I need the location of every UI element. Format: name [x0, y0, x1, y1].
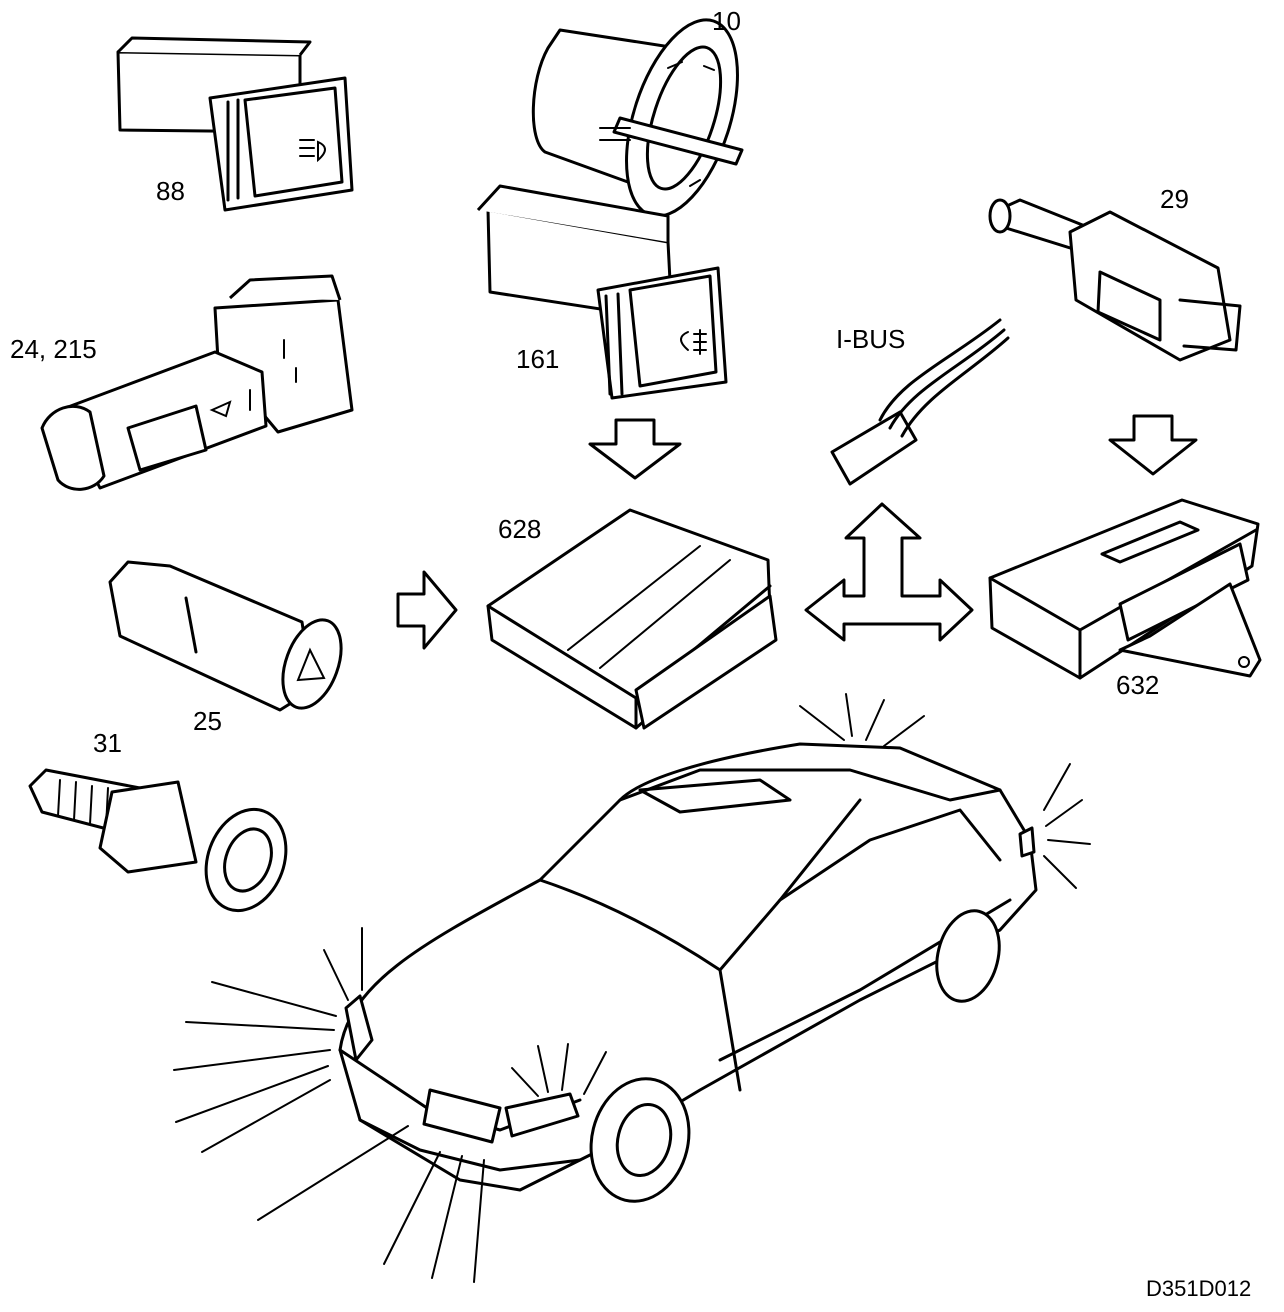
light-switch-10: [531, 18, 744, 218]
rear-fog-icon: [680, 329, 707, 355]
label-31: 31: [93, 728, 122, 758]
label-29: 29: [1160, 184, 1189, 214]
turn-signal-stalk-24-215: [40, 274, 354, 491]
rear-fog-switch-161: [476, 184, 728, 400]
fog-lamp-switch-88: [116, 36, 354, 212]
arrow-bidirectional-bus: [804, 502, 974, 642]
label-628: 628: [498, 514, 541, 544]
arrow-right-into-628: [396, 570, 458, 650]
fog-lamp-icon: [299, 139, 326, 163]
i-bus-connector: [830, 318, 1010, 486]
front-light-rays: [173, 927, 607, 1283]
control-module-628: [486, 508, 778, 730]
drawing-code: D351D012: [1146, 1276, 1251, 1301]
rear-light-rays: [1043, 763, 1091, 889]
car-illustration: [338, 742, 1038, 1203]
brake-light-switch-29: [988, 198, 1242, 362]
label-88: 88: [156, 176, 185, 206]
hazard-switch-25: [108, 560, 343, 712]
label-632: 632: [1116, 670, 1159, 700]
arrow-down-29-to-632: [1108, 414, 1198, 476]
label-161: 161: [516, 344, 559, 374]
arrow-down-161-to-628: [588, 418, 682, 480]
roof-light-rays: [799, 693, 925, 747]
label-i-bus: I-BUS: [836, 324, 905, 354]
label-24-215: 24, 215: [10, 334, 97, 364]
label-10: 10: [712, 6, 741, 36]
label-25: 25: [193, 706, 222, 736]
control-module-632: [988, 498, 1262, 680]
reversing-light-switch-31: [28, 768, 288, 913]
